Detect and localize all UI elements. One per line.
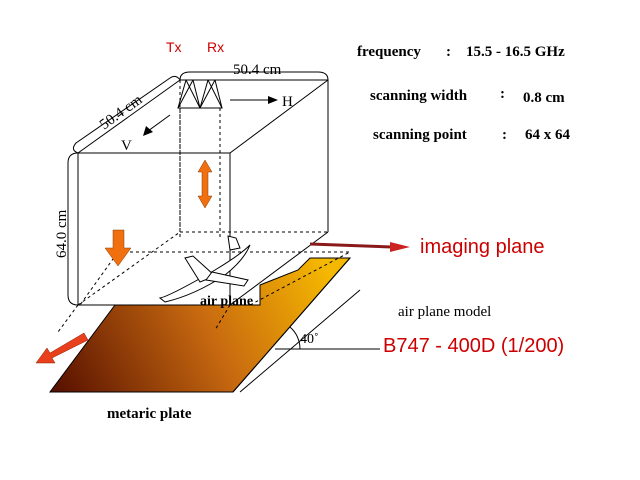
depth-dimension-bracket	[72, 75, 181, 154]
imaging-plane-outline	[79, 251, 351, 306]
scan-width-value: 0.8 cm	[523, 90, 565, 106]
h-axis-arrowhead-icon	[268, 96, 278, 104]
box-hidden-edge	[77, 231, 181, 306]
air-plane-label: air plane	[200, 294, 253, 309]
imaging-plane-label: imaging plane	[420, 236, 545, 258]
frequency-label: frequency	[357, 44, 421, 60]
rx-label: Rx	[207, 39, 224, 55]
height-dimension-bracket	[67, 152, 79, 306]
width-dimension-bracket	[179, 71, 329, 81]
plate-direction-arrow-icon	[35, 332, 89, 364]
scan-width-sep: :	[500, 86, 505, 102]
box-front-face	[77, 152, 231, 306]
v-axis-arrow	[147, 114, 171, 132]
angle-label: 40˚	[300, 332, 319, 347]
scan-point-sep: :	[502, 127, 507, 143]
box-edge	[77, 79, 181, 154]
model-name-label: B747 - 400D (1/200)	[383, 335, 564, 357]
imaging-plane-pointer	[309, 242, 393, 249]
frequency-sep: :	[446, 44, 451, 60]
vertical-motion-arrow-icon	[197, 159, 213, 209]
air-plane-icon	[158, 235, 251, 303]
height-label: 64.0 cm	[54, 209, 70, 258]
depth-label: 50.4 cm	[97, 92, 146, 134]
down-arrow-icon	[104, 229, 132, 267]
air-plane-model-label: air plane model	[398, 304, 491, 320]
v-axis-label: V	[121, 138, 132, 154]
plate-reference-line-2	[239, 289, 361, 393]
v-axis-arrowhead-icon	[143, 126, 153, 136]
metaric-plate-label: metaric plate	[107, 406, 192, 422]
scan-point-value: 64 x 64	[525, 127, 571, 143]
dashed-guide	[214, 304, 231, 331]
frequency-value: 15.5 - 16.5 GHz	[466, 44, 565, 60]
imaging-plane-arrowhead-icon	[390, 242, 410, 252]
width-label: 50.4 cm	[233, 62, 282, 78]
scan-width-label: scanning width	[370, 88, 468, 104]
box-edge	[229, 79, 329, 154]
scan-point-label: scanning point	[373, 127, 467, 143]
angle-arc	[289, 326, 301, 350]
h-axis-label: H	[282, 94, 293, 110]
dashed-guide	[57, 304, 79, 333]
tx-label: Tx	[166, 39, 182, 55]
plate-reference-line	[232, 257, 351, 393]
antenna-horns-icon	[177, 79, 223, 109]
